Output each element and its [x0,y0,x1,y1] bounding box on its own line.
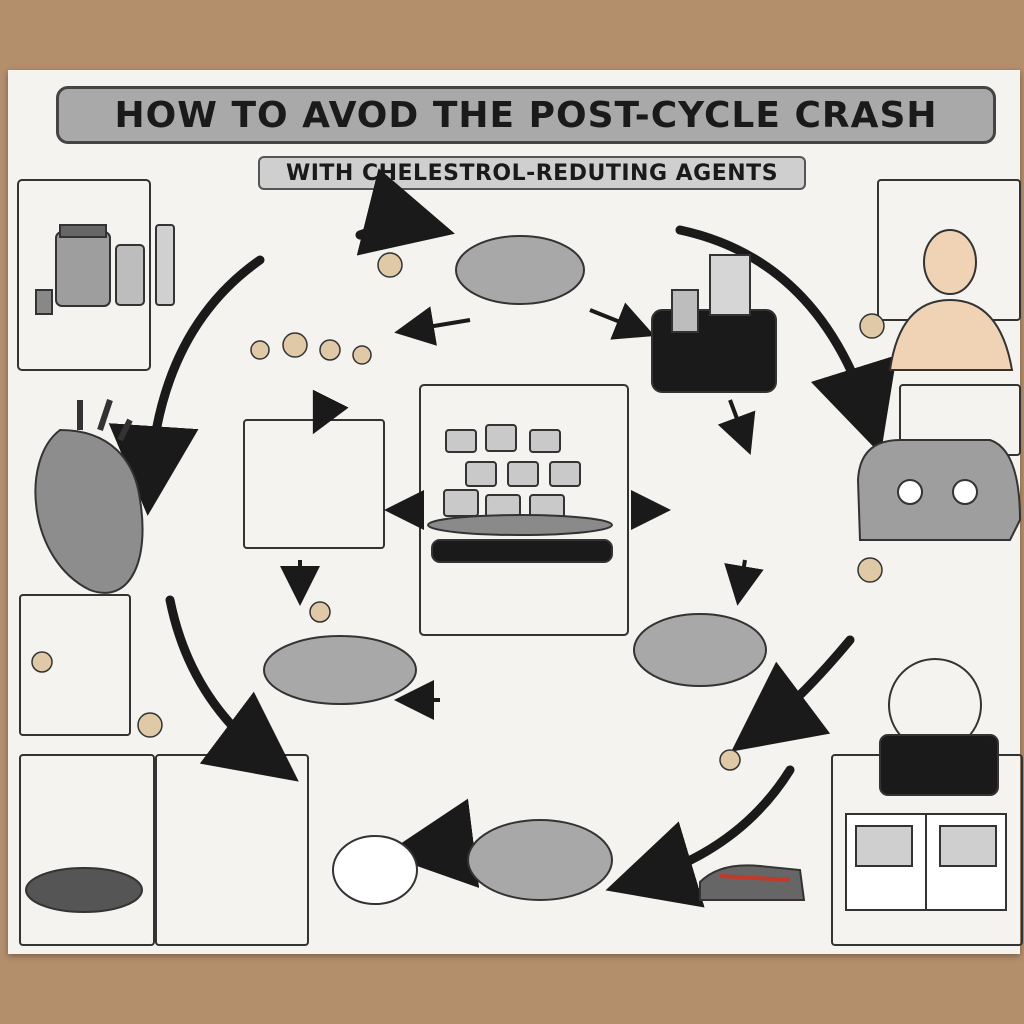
flow-arrows [280,302,764,720]
supplement-jars-icon [35,224,175,315]
scattered-pills [31,252,885,771]
title-banner: HOW TO AVOD THE POST-CYCLE CRASH [56,86,996,144]
cycle-arrows [108,168,897,908]
page-title: HOW TO AVOD THE POST-CYCLE CRASH [114,94,938,136]
person-icon [888,229,1014,371]
sneaker-icon [699,864,806,901]
subtitle-banner: WITH CHELESTROL-REDUTING AGENTS [258,156,806,190]
book-icon [845,813,1007,911]
bowl-icon [25,235,767,913]
pills-icon [427,424,613,563]
heart-icon [34,399,144,594]
machine-icon [856,439,1022,541]
pedestal-icon [651,254,777,393]
globe-icon [879,658,999,796]
panel-top-left [17,179,151,371]
